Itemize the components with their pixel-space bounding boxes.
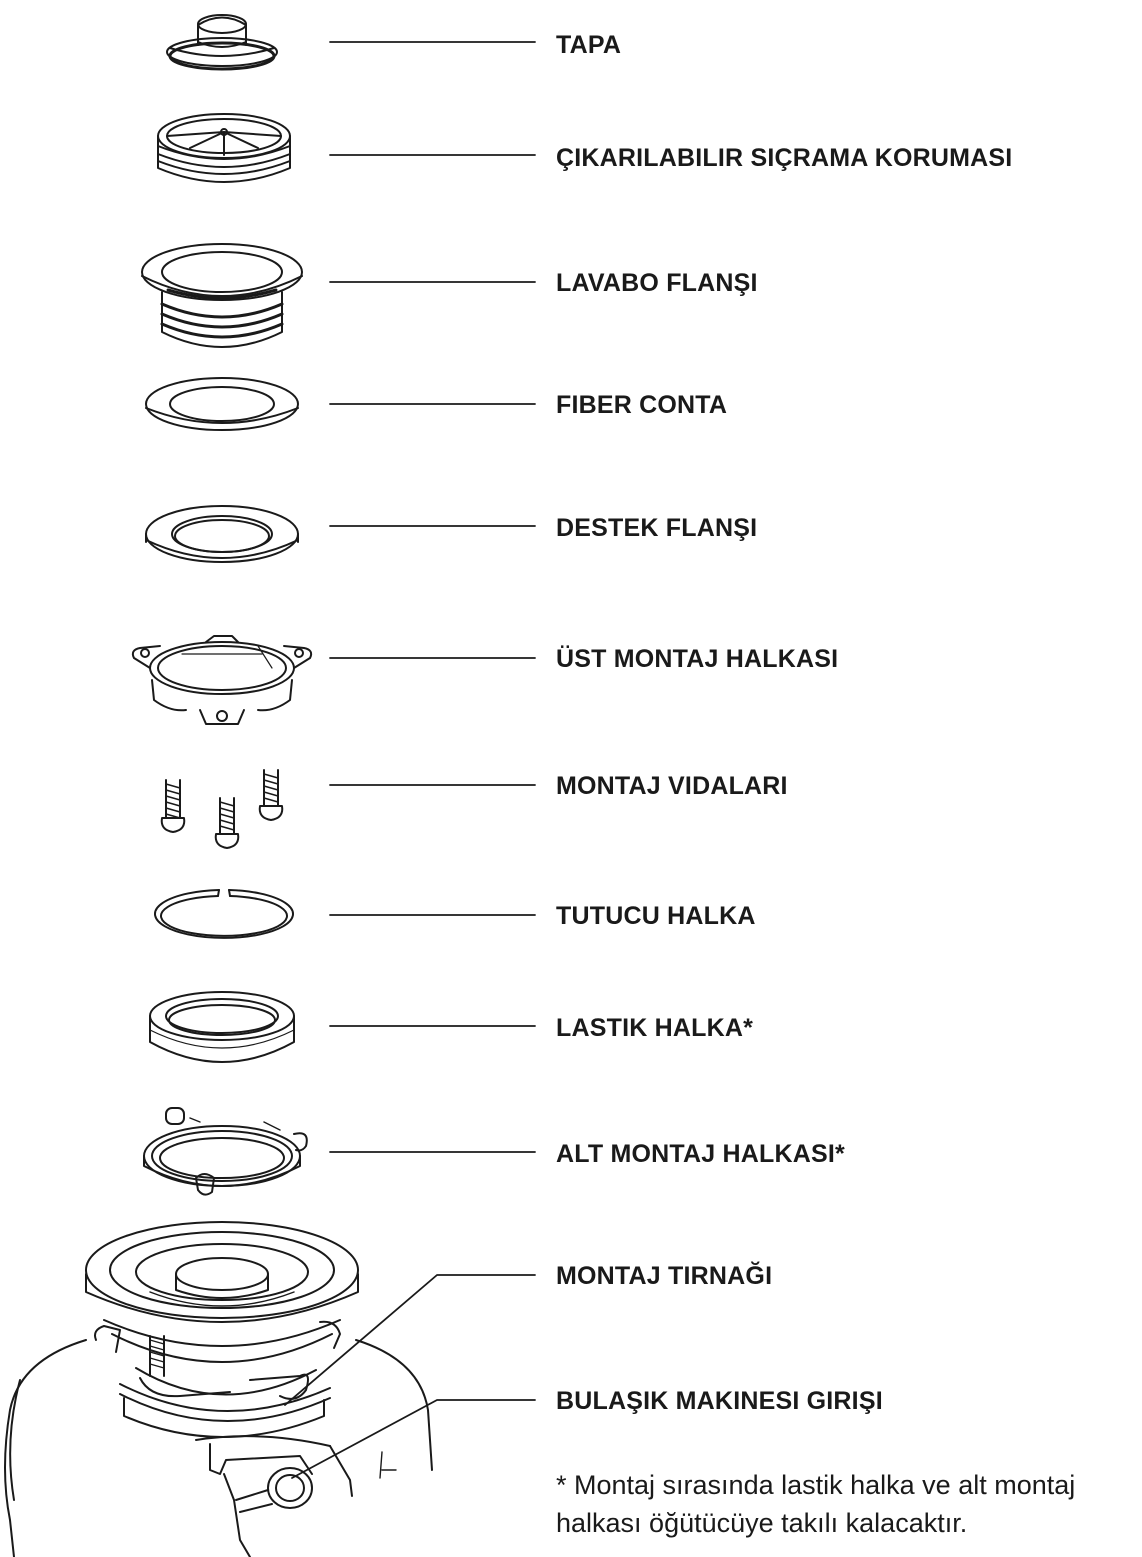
assembly-note: * Montaj sırasında lastik halka ve alt m…	[556, 1466, 1136, 1542]
upper-mount-ring-drawing	[133, 636, 311, 724]
label-mounting-tab: MONTAJ TIRNAĞI	[556, 1262, 773, 1290]
label-rubber-ring: LASTIK HALKA*	[556, 1014, 754, 1042]
label-upper-mount-ring: ÜST MONTAJ HALKASI	[556, 645, 839, 673]
label-mounting-screws: MONTAJ VIDALARI	[556, 772, 788, 800]
assembly-note-line-1: * Montaj sırasında lastik halka ve alt m…	[556, 1470, 1076, 1500]
label-fiber-gasket: FIBER CONTA	[556, 391, 728, 419]
label-lower-mount-ring: ALT MONTAJ HALKASI*	[556, 1140, 845, 1168]
fiber-gasket-drawing	[146, 378, 298, 430]
lower-mount-ring-drawing	[144, 1108, 307, 1195]
leader-lines	[285, 42, 535, 1478]
rubber-ring-drawing	[150, 992, 294, 1062]
assembly-note-line-2: halkası öğütücüye takılı kalacaktır.	[556, 1508, 968, 1538]
snap-ring-drawing	[155, 890, 293, 938]
label-splash-guard: ÇIKARILABILIR SIÇRAMA KORUMASI	[556, 144, 1013, 172]
backup-flange-drawing	[146, 506, 298, 562]
stopper-drawing	[167, 15, 277, 69]
label-backup-flange: DESTEK FLANŞI	[556, 514, 758, 542]
label-stopper: TAPA	[556, 31, 622, 59]
label-dishwasher-inlet: BULAŞIK MAKINESI GIRIŞI	[556, 1387, 883, 1415]
grinder-drawing	[5, 1222, 432, 1557]
screws-drawing	[162, 770, 283, 848]
sink-flange-drawing	[142, 244, 302, 347]
label-sink-flange: LAVABO FLANŞI	[556, 269, 758, 297]
splash-guard-drawing	[158, 114, 290, 182]
label-snap-ring: TUTUCU HALKA	[556, 902, 756, 930]
